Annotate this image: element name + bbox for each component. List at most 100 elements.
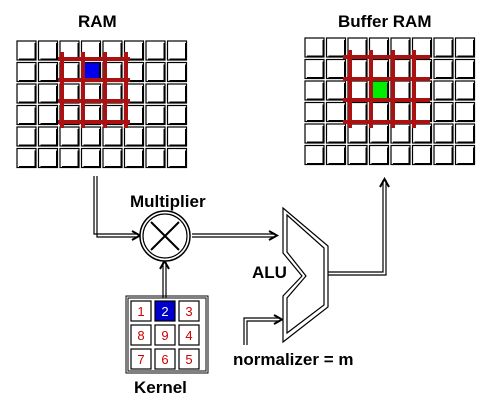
normalizer-label: normalizer = m xyxy=(233,350,353,369)
ram-cell xyxy=(145,147,166,169)
ram-cell-shadow xyxy=(40,107,57,124)
buffer-ram-cell xyxy=(433,58,454,80)
buffer-ram-cell-shadow xyxy=(414,147,431,164)
buffer-ram-cell-shadow xyxy=(457,104,474,121)
kernel-cell xyxy=(130,324,152,346)
ram-cell-shadow xyxy=(19,43,36,60)
buffer-ram-cell xyxy=(454,37,476,58)
ram-cell-shadow xyxy=(62,150,79,167)
buffer-ram-cell xyxy=(304,37,325,58)
buffer-ram-cell-shadow xyxy=(436,104,453,121)
buffer-ram-cell-shadow xyxy=(393,147,410,164)
ram-cell xyxy=(37,104,59,126)
ram-cell xyxy=(166,147,188,169)
ram-cell xyxy=(80,126,102,147)
buffer-ram-cell xyxy=(433,80,454,101)
ram-window-overlay xyxy=(58,52,130,128)
buffer-ram-cell-shadow xyxy=(436,126,453,143)
buffer-ram-cell xyxy=(433,123,454,144)
ram-cell xyxy=(166,40,188,61)
ram-cell xyxy=(166,61,188,83)
buffer-ram-cell-shadow xyxy=(457,40,474,57)
ram-cell xyxy=(80,147,102,169)
ram-cell-shadow xyxy=(126,129,143,146)
ram-cell xyxy=(166,104,188,126)
buffer-ram-cell xyxy=(304,123,325,144)
ram-cell xyxy=(37,83,59,104)
buffer-ram-cell-shadow xyxy=(307,40,324,57)
buffer-ram-cell-shadow xyxy=(350,147,367,164)
buffer-ram-cell xyxy=(325,37,347,58)
buffer-ram-cell-shadow xyxy=(457,83,474,100)
buffer-ram-cell-shadow xyxy=(457,61,474,78)
ram-cell-shadow xyxy=(148,86,165,103)
ram-cell xyxy=(123,126,145,147)
ram-cell xyxy=(102,126,123,147)
buffer-ram-cell xyxy=(454,123,476,144)
ram-cell-shadow xyxy=(169,107,186,124)
ram-cell-shadow xyxy=(169,43,186,60)
ram-cell xyxy=(16,61,37,83)
ram-cell xyxy=(166,83,188,104)
buffer-ram-cell-shadow xyxy=(328,147,345,164)
buffer-ram-cell-shadow xyxy=(307,126,324,143)
ram-cell xyxy=(37,61,59,83)
buffer-ram-cell-shadow xyxy=(457,147,474,164)
kernel-cell xyxy=(154,324,176,346)
ram-cell-shadow xyxy=(126,86,143,103)
ram-cell xyxy=(145,61,166,83)
ram-cell-shadow xyxy=(40,43,57,60)
buffer-ram-cell xyxy=(433,144,454,166)
ram-cell-shadow xyxy=(148,129,165,146)
buffer-ram-cell-shadow xyxy=(307,61,324,78)
buffer-window-overlay xyxy=(343,50,430,128)
ram-cell-shadow xyxy=(40,64,57,81)
alu-label: ALU xyxy=(252,263,287,282)
buffer-ram-cell-shadow xyxy=(307,83,324,100)
ram-cell-shadow xyxy=(83,129,100,146)
ram-cell-shadow xyxy=(126,64,143,81)
ram-cell-shadow xyxy=(169,86,186,103)
kernel-value: 2 xyxy=(161,304,168,319)
buffer-ram-cell-shadow xyxy=(414,126,431,143)
kernel-cell xyxy=(178,348,200,370)
buffer-ram-cell xyxy=(454,144,476,166)
kernel-cell xyxy=(178,324,200,346)
ram-cell xyxy=(102,147,123,169)
buffer-ram-cell-shadow xyxy=(307,104,324,121)
kernel-value: 3 xyxy=(185,304,192,319)
buffer-ram-cell xyxy=(368,144,390,166)
buffer-ram-cell xyxy=(304,101,325,123)
kernel-cell xyxy=(154,348,176,370)
kernel-cell xyxy=(130,348,152,370)
kernel-value: 9 xyxy=(161,328,168,343)
buffer-ram-cell xyxy=(325,80,347,101)
ram-cell xyxy=(145,83,166,104)
ram-cell-shadow xyxy=(40,150,57,167)
buffer-ram-cell-shadow xyxy=(350,126,367,143)
ram-cell-shadow xyxy=(169,64,186,81)
buffer-ram-cell-shadow xyxy=(436,40,453,57)
buffer-ram-cell xyxy=(390,144,411,166)
ram-cell-shadow xyxy=(169,129,186,146)
ram-cell-shadow xyxy=(148,107,165,124)
buffer-ram-cell xyxy=(304,144,325,166)
ram-cell-shadow xyxy=(19,129,36,146)
connector-multiplier-to-alu xyxy=(192,230,280,241)
buffer-ram-cell-shadow xyxy=(436,83,453,100)
ram-cell-shadow xyxy=(148,150,165,167)
ram-cell-shadow xyxy=(148,43,165,60)
alu-symbol xyxy=(282,206,329,344)
buffer-ram-cell xyxy=(304,80,325,101)
kernel-value: 4 xyxy=(185,328,192,343)
ram-cell-shadow xyxy=(83,150,100,167)
kernel-value: 1 xyxy=(137,304,144,319)
ram-cell-shadow xyxy=(19,64,36,81)
multiplier-label: Multiplier xyxy=(130,192,206,211)
ram-cell xyxy=(145,126,166,147)
ram-cell xyxy=(16,83,37,104)
buffer-ram-cell-shadow xyxy=(457,126,474,143)
buffer-ram-cell xyxy=(411,144,433,166)
